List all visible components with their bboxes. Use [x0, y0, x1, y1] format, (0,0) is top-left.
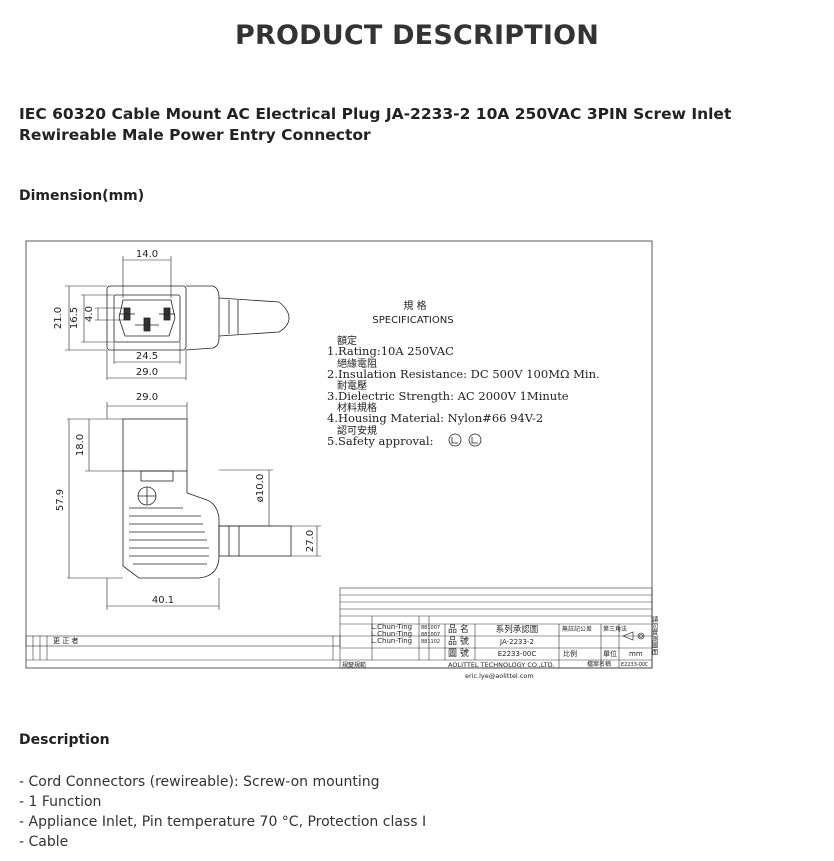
- title-block: [25, 587, 653, 669]
- revision-label: 更 正 者: [53, 637, 78, 645]
- projection-symbol-icon: [622, 631, 645, 641]
- technical-drawing-svg: 14.0 21.0 16.5 4.0 24.5 29.0: [23, 238, 663, 688]
- dim-total-height: 57.9: [55, 489, 66, 511]
- front-view: [106, 285, 290, 351]
- dim-inner-height: 16.5: [69, 307, 80, 329]
- company-email: eric.lye@aolittel.com: [465, 672, 534, 680]
- dim-top-width: 14.0: [136, 249, 158, 260]
- side-view: [122, 418, 292, 579]
- unit-label: 單位: [603, 649, 617, 658]
- description-heading: Description: [19, 732, 110, 748]
- list-item: - Appliance Inlet, Pin temperature 70 °C…: [19, 814, 427, 830]
- date-1: 881007: [421, 625, 440, 631]
- list-item: - 1 Function: [19, 794, 102, 810]
- drawing-value: E2233-00C: [498, 650, 537, 658]
- unit-value: mm: [629, 650, 643, 658]
- drafter-2: L.Chun-Ting: [371, 630, 412, 638]
- scale-label: 比例: [563, 649, 577, 658]
- dim-cable-diameter: ø10.0: [255, 474, 266, 502]
- label-name: 品 名: [448, 623, 469, 635]
- spec-2-cn: 絕緣電阻: [337, 357, 377, 370]
- spec-4-en: 4.Housing Material: Nylon#66 94V-2: [327, 411, 543, 425]
- label-drawing: 圖 號: [448, 647, 469, 659]
- drafter-3: L.Chun-Ting: [371, 637, 412, 645]
- spec-3-cn: 耐電壓: [337, 379, 367, 392]
- dim-side-top-height: 18.0: [75, 434, 86, 456]
- drawing-frame: [25, 240, 653, 669]
- spec-heading-en: SPECIFICATIONS: [372, 315, 453, 326]
- tolerance-label: 無註記公差: [562, 625, 592, 633]
- date-2: 881007: [421, 632, 440, 638]
- dim-side-width: 29.0: [136, 392, 158, 403]
- model-value: JA-2233-2: [499, 638, 534, 646]
- dim-outer-width: 29.0: [136, 367, 158, 378]
- spec-3-en: 3.Dielectric Strength: AC 2000V 1Minute: [327, 389, 569, 403]
- ul-certification-icon: [448, 433, 482, 447]
- list-item: - Cord Connectors (rewireable): Screw-on…: [19, 774, 380, 790]
- description-list: - Cord Connectors (rewireable): Screw-on…: [19, 772, 426, 852]
- spec-1-cn: 額定: [337, 334, 357, 347]
- list-item: - Cable: [19, 834, 69, 850]
- dim-inner-width: 24.5: [136, 351, 158, 362]
- product-title: IEC 60320 Cable Mount AC Electrical Plug…: [19, 105, 732, 144]
- file-label: 檔案名稱: [587, 660, 611, 668]
- file-value: E2233-00C: [621, 662, 649, 668]
- label-model: 品 號: [448, 635, 469, 647]
- dim-bottom-width: 40.1: [152, 595, 174, 606]
- check-label: 規變規範: [342, 661, 366, 669]
- page-title: PRODUCT DESCRIPTION: [234, 20, 600, 51]
- spec-2-en: 2.Insulation Resistance: DC 500V 100MΩ M…: [327, 367, 600, 381]
- side-note: 請勿實測圖面: [650, 615, 658, 657]
- dim-cable-offset: 27.0: [305, 530, 316, 552]
- spec-5-cn: 認可安規: [337, 424, 377, 437]
- date-3: 881102: [421, 639, 440, 645]
- dim-pin-height: 4.0: [84, 306, 95, 322]
- dim-left-height: 21.0: [53, 307, 64, 329]
- spec-5-en: 5.Safety approval:: [327, 434, 433, 448]
- specifications-block: 規 格 SPECIFICATIONS 額定 1.Rating:10A 250VA…: [327, 299, 600, 448]
- dimension-heading: Dimension(mm): [19, 188, 145, 204]
- spec-heading-cn: 規 格: [403, 299, 426, 312]
- dimension-drawing: 14.0 21.0 16.5 4.0 24.5 29.0: [23, 238, 663, 688]
- drafter-1: L.Chun-Ting: [371, 623, 412, 631]
- spec-1-en: 1.Rating:10A 250VAC: [327, 344, 454, 358]
- name-value: 系列承認圖: [496, 624, 539, 635]
- company-name: AOLITTEL TECHNOLOGY CO.,LTD.: [448, 661, 555, 669]
- projection-label: 第三角法: [603, 625, 627, 633]
- spec-4-cn: 材料規格: [337, 401, 377, 414]
